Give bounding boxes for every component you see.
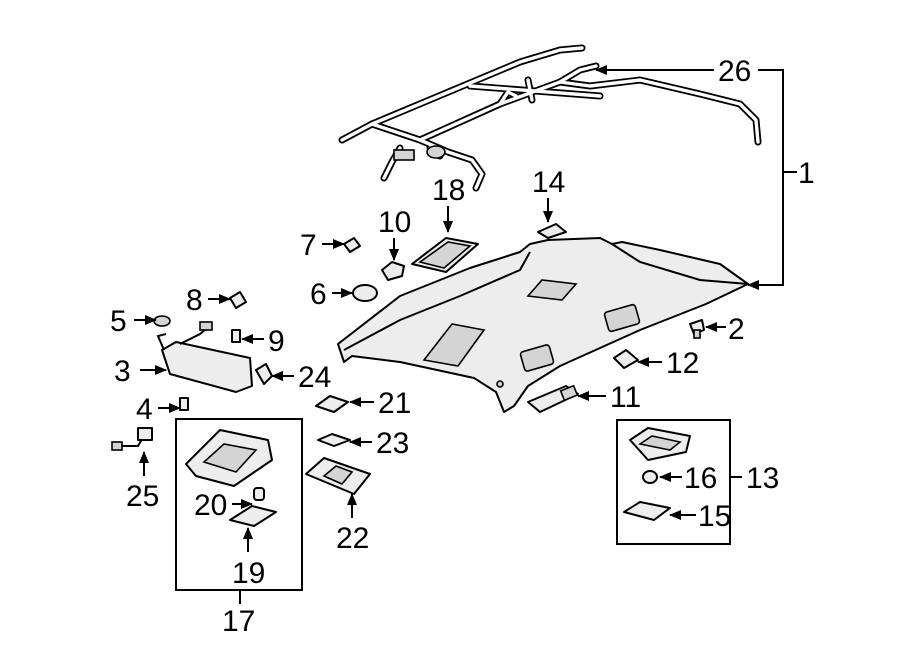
part-lens-15 — [623, 501, 671, 521]
headliner-panel — [337, 237, 749, 413]
callout-19: 19 — [232, 557, 265, 590]
callout-17: 17 — [222, 605, 255, 638]
wiring-harness — [338, 44, 762, 192]
callout-10: 10 — [378, 206, 411, 239]
callout-12: 12 — [666, 347, 699, 380]
callout-9: 9 — [268, 325, 285, 358]
part-lamp-13 — [629, 427, 691, 461]
part-clip-12 — [613, 349, 639, 369]
callout-26: 26 — [718, 55, 751, 88]
callout-2: 2 — [728, 313, 745, 346]
callout-labels: 1 2 3 4 5 6 7 8 9 10 11 12 13 14 15 16 1… — [110, 55, 815, 638]
callout-4: 4 — [136, 393, 153, 426]
part-lens-19 — [229, 505, 277, 527]
callout-22: 22 — [336, 522, 369, 555]
callout-7: 7 — [300, 229, 317, 262]
callout-18: 18 — [432, 174, 465, 207]
part-housing-22 — [305, 457, 371, 495]
callout-23: 23 — [376, 427, 409, 460]
callout-25: 25 — [126, 480, 159, 513]
part-sunvisor-3 — [156, 321, 253, 393]
part-handle-11 — [527, 384, 579, 413]
callout-21: 21 — [378, 387, 411, 420]
callout-15: 15 — [698, 500, 731, 533]
part-bulb-20 — [253, 487, 265, 501]
part-lamp-18 — [411, 237, 479, 273]
callout-20: 20 — [194, 489, 227, 522]
part-clip-5 — [153, 315, 171, 327]
callout-24: 24 — [298, 361, 331, 394]
part-console-17 — [185, 429, 273, 487]
callout-13: 13 — [746, 462, 779, 495]
part-lens-21 — [315, 395, 349, 413]
callout-8: 8 — [186, 284, 203, 317]
part-clip-8 — [229, 291, 247, 309]
part-lens-23 — [317, 433, 351, 447]
callout-6: 6 — [310, 278, 327, 311]
part-bulb-16 — [642, 470, 658, 484]
callout-5: 5 — [110, 305, 127, 338]
part-clip-24 — [255, 363, 273, 385]
callout-1: 1 — [798, 157, 815, 190]
callout-3: 3 — [114, 355, 131, 388]
group-box-13 — [616, 419, 731, 545]
leader-lines — [134, 65, 797, 604]
part-cover-14 — [537, 223, 567, 239]
part-screw-9 — [231, 329, 241, 343]
part-harness-25 — [111, 427, 153, 451]
part-bracket-10 — [381, 261, 405, 281]
callout-11: 11 — [610, 381, 641, 414]
part-clip-7 — [343, 237, 361, 253]
part-clip-2 — [689, 319, 705, 339]
callout-14: 14 — [532, 166, 565, 199]
callout-16: 16 — [684, 462, 717, 495]
part-plug-6 — [352, 284, 378, 302]
part-screw-4 — [179, 397, 189, 411]
